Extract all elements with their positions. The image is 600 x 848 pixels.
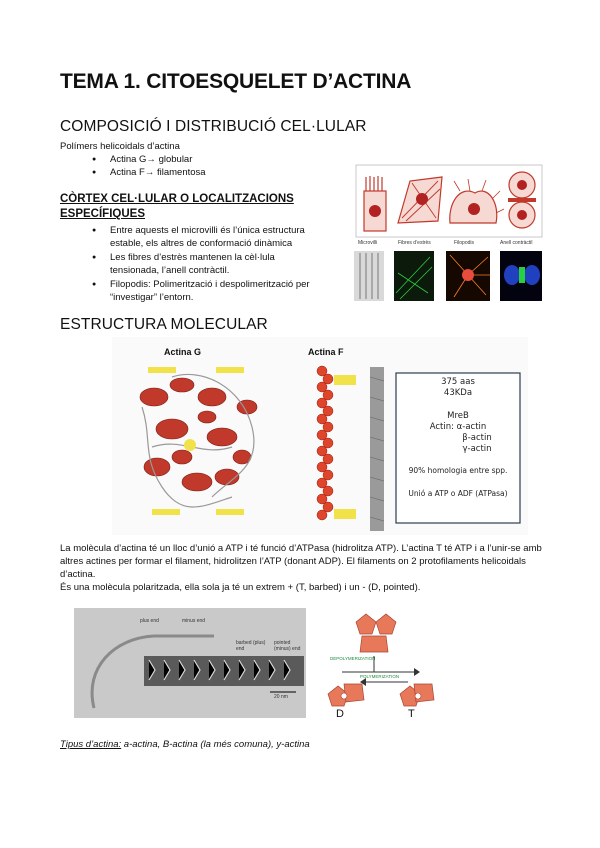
label-scale-20nm: 20 nm	[274, 694, 288, 700]
actin-info-box: 375 aas 43KDa MreB Actin: α-actin β-acti…	[396, 377, 520, 499]
info-line: β-actin	[462, 433, 492, 443]
cortex-list: Entre aquests el microvilli és l’única e…	[84, 224, 324, 305]
list-item: Les fibres d’estrès mantenen la cèl·lula…	[84, 251, 324, 277]
info-line: Unió a ATP o ADF (ATPasa)	[408, 489, 508, 498]
paragraph-line: És una molècula polaritzada, ella sola j…	[60, 582, 421, 593]
actin-f-title: Actina F	[308, 347, 344, 357]
label-pointed-end: pointed (minus) end	[274, 640, 301, 652]
page-title: TEMA 1. CITOESQUELET D’ACTINA	[60, 70, 412, 93]
actin-forms-list: Actina G→ globular Actina F→ filamentosa	[84, 153, 206, 179]
section-heading-structure: ESTRUCTURA MOLECULAR	[60, 316, 268, 333]
info-line: Actin: α-actin	[429, 422, 487, 432]
section-heading-composition: COMPOSICIÓ I DISTRIBUCIÓ CEL·LULAR	[60, 118, 367, 135]
info-line: 43KDa	[443, 388, 473, 398]
label-depolymerization: DEPOLYMERIZATION	[330, 656, 376, 661]
actin-polarity-figure: plus end minus end barbed (plus) end poi…	[74, 608, 534, 728]
label-barbed-end: barbed (plus) end	[236, 640, 266, 652]
info-line: 90% homologia entre spp.	[408, 466, 508, 475]
subsection-heading-cortex: CÒRTEX CEL·LULAR O LOCALITZACIONS ESPECÍ…	[60, 193, 294, 220]
intro-text: Polímers helicoidals d’actina	[60, 141, 180, 152]
actin-types-line: Tipus d’actina: a-actina, B-actina (la m…	[60, 739, 310, 750]
paragraph-line: La molècula d’actina té un lloc d’unió a…	[60, 543, 542, 580]
actin-g-title: Actina G	[164, 347, 202, 357]
label-polymerization: POLYMERIZATION	[360, 674, 400, 679]
list-item: Actina F→ filamentosa	[84, 166, 206, 179]
polarity-image	[74, 608, 435, 718]
label-minus-end: minus end	[182, 618, 206, 624]
label-plus-end: plus end	[140, 618, 159, 624]
list-item: Actina G→ globular	[84, 153, 206, 166]
actin-types-label: Tipus d’actina:	[60, 739, 122, 750]
list-item: Entre aquests el microvilli és l’única e…	[84, 224, 324, 250]
actin-structure-figure: Actina G Actina F	[112, 337, 528, 535]
info-line: γ-actin	[462, 444, 492, 454]
cell-diagrams-image	[354, 164, 543, 301]
info-line: MreB	[447, 411, 469, 421]
state-d-label: D	[336, 708, 344, 720]
list-item: Filopodis: Polimerització i despolimerit…	[84, 278, 324, 304]
body-paragraph: La molècula d’actina té un lloc d’unió a…	[60, 542, 552, 594]
actin-types-text: a-actina, B-actina (la més comuna), y-ac…	[121, 739, 310, 750]
cell-distribution-figure: Microvilli Fibres d’estrès Filopodis Ane…	[350, 163, 546, 303]
caption-stress-fibres: Fibres d’estrès	[398, 240, 431, 246]
caption-filopodia: Filopodis	[454, 240, 475, 246]
actin-molecule-image	[139, 365, 521, 531]
state-t-label: T	[408, 708, 415, 720]
info-line: 375 aas	[441, 377, 475, 387]
caption-contractile-ring: Anell contràctil	[500, 240, 533, 246]
caption-microvilli: Microvilli	[358, 240, 378, 246]
